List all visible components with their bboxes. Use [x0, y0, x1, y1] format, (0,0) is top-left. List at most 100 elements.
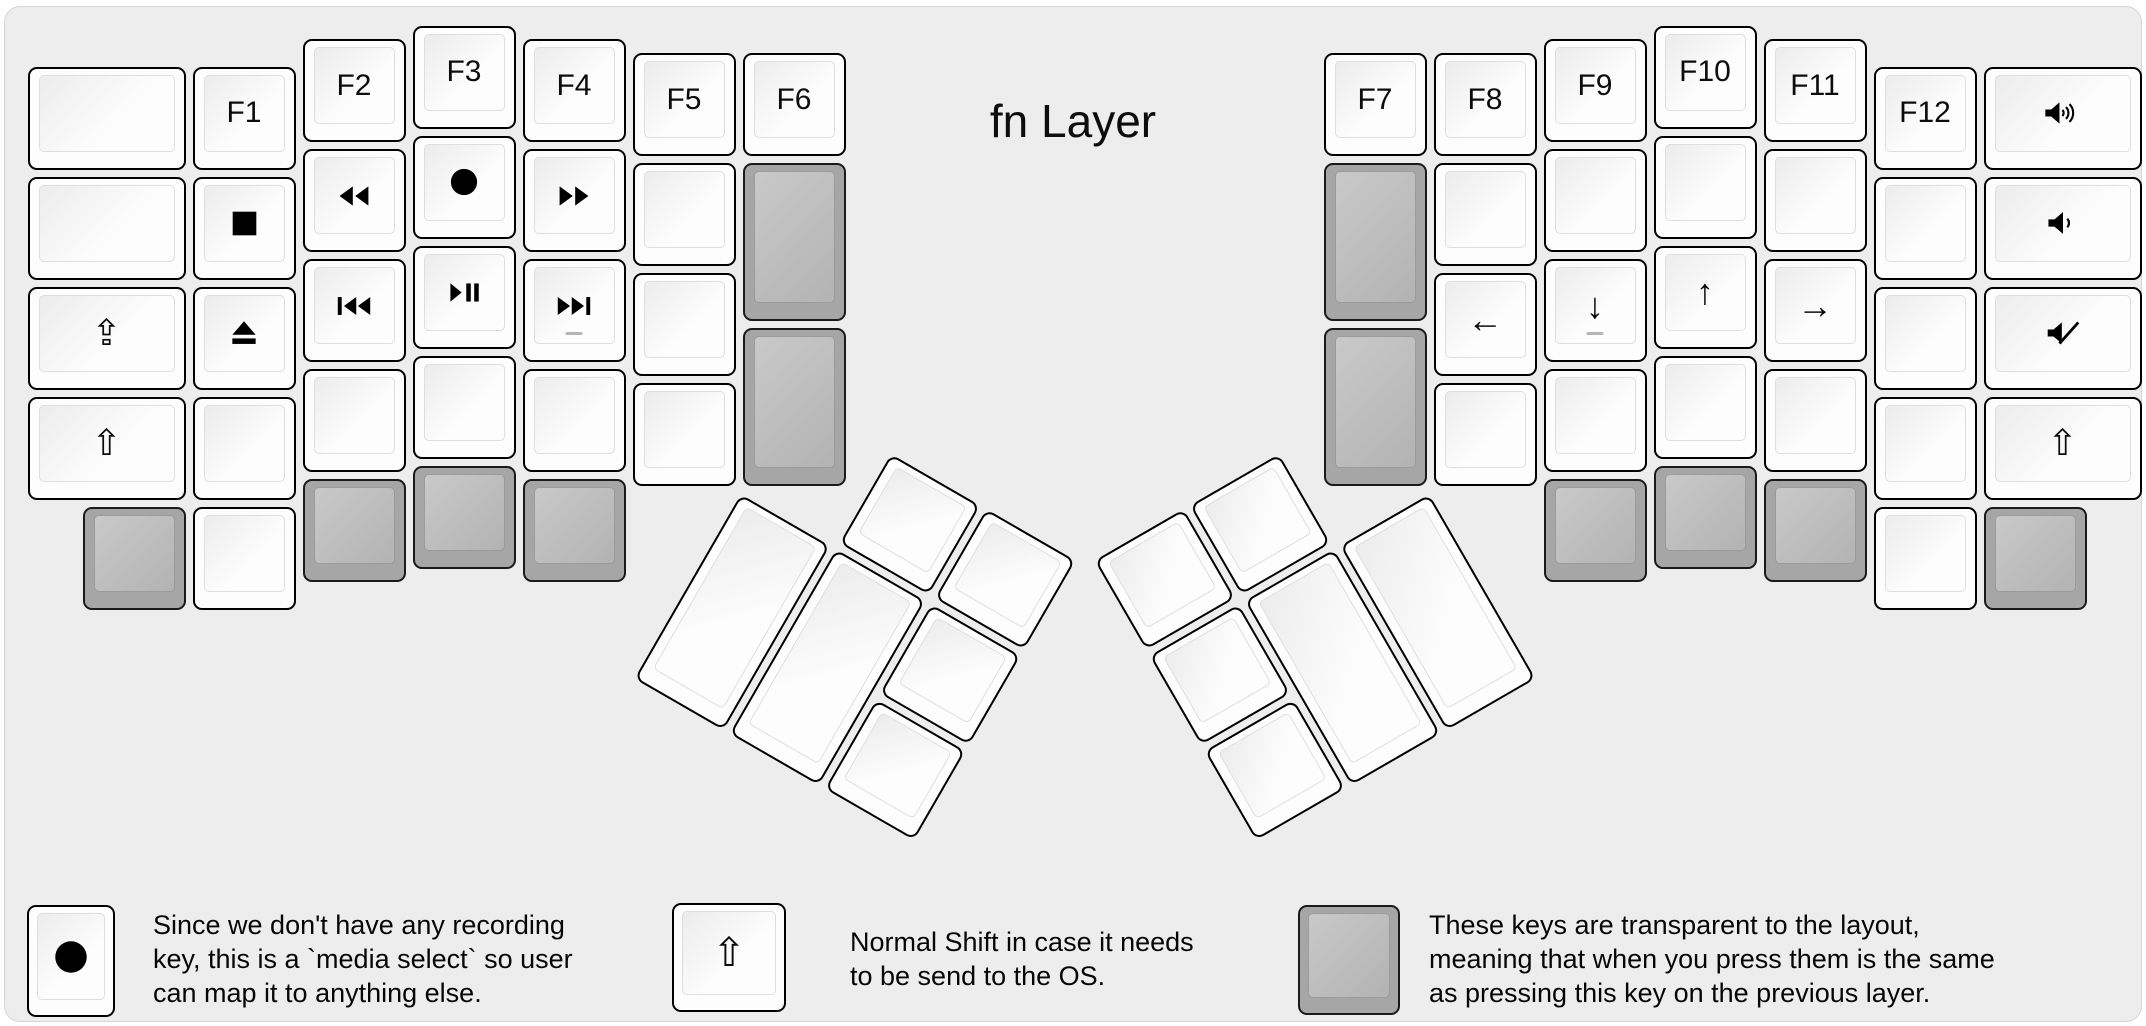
blank-key[interactable] [632, 383, 736, 486]
legend-line: meaning that when you press them is the … [1429, 944, 1995, 974]
transparent-key[interactable] [412, 465, 516, 569]
blank-key[interactable] [1653, 355, 1757, 459]
blank-key[interactable] [1763, 369, 1867, 473]
legend-line: Since we don't have any recording [153, 910, 565, 940]
blank-key[interactable] [1873, 506, 1977, 610]
f3-key[interactable]: F3 [412, 25, 516, 129]
legend-line: Normal Shift in case it needs [850, 927, 1194, 957]
blank-key[interactable] [522, 369, 626, 473]
f11-key[interactable]: F11 [1763, 39, 1867, 143]
key-label: F8 [1467, 82, 1503, 116]
transparent-key[interactable] [302, 479, 406, 583]
record-key[interactable] [412, 135, 516, 239]
transparent-key[interactable] [1653, 465, 1757, 569]
f5-key[interactable]: F5 [632, 53, 736, 156]
transparent-key[interactable] [1323, 163, 1427, 321]
blank-key[interactable] [27, 66, 186, 170]
prev-track-key[interactable] [302, 259, 406, 363]
volume-up-key[interactable] [1983, 66, 2142, 170]
blank-key[interactable] [1873, 176, 1977, 280]
legend-shift-key-icon: ⇧ [672, 903, 786, 1012]
f7-key[interactable]: F7 [1323, 53, 1427, 156]
legend-line: key, this is a `media select` so user [153, 944, 573, 974]
key-label: F6 [776, 82, 812, 116]
homing-bar [565, 332, 583, 336]
f2-key[interactable]: F2 [302, 39, 406, 143]
blank-key[interactable] [1653, 135, 1757, 239]
legend-transparent-text: These keys are transparent to the layout… [1429, 908, 1995, 1010]
volume-up-icon [2043, 98, 2083, 128]
transparent-key[interactable] [1763, 479, 1867, 583]
blank-key[interactable] [192, 506, 296, 610]
fast-forward-key[interactable] [522, 149, 626, 253]
transparent-key[interactable] [742, 163, 846, 321]
blank-key[interactable] [302, 369, 406, 473]
f6-key[interactable]: F6 [742, 53, 846, 156]
blank-key[interactable] [1433, 163, 1537, 266]
down-arrow-icon: ↓ [1586, 284, 1604, 326]
shift-icon: ⇧ [91, 422, 122, 464]
volume-down-icon [2046, 208, 2080, 238]
transparent-key[interactable] [1543, 479, 1647, 583]
transparent-key[interactable] [742, 328, 846, 486]
f10-key[interactable]: F10 [1653, 25, 1757, 129]
key-label: F4 [556, 68, 592, 102]
transparent-key[interactable] [1323, 328, 1427, 486]
f8-key[interactable]: F8 [1433, 53, 1537, 156]
blank-key[interactable] [1543, 149, 1647, 253]
homing-bar [1586, 332, 1604, 336]
blank-key[interactable] [632, 273, 736, 376]
blank-key[interactable] [192, 396, 296, 500]
left-arrow-key[interactable]: ← [1433, 273, 1537, 376]
caps-lock-key[interactable]: ⇪ [27, 286, 186, 390]
shift-key[interactable]: ⇧ [27, 396, 186, 500]
legend-line: as pressing this key on the previous lay… [1429, 978, 1931, 1008]
prev-track-icon [335, 294, 373, 318]
key-label: F1 [226, 96, 262, 130]
page-title: fn Layer [989, 94, 1157, 147]
legend-line: to be send to the OS. [850, 961, 1106, 991]
transparent-key[interactable] [522, 479, 626, 583]
eject-icon [229, 320, 259, 347]
blank-key[interactable] [1873, 286, 1977, 390]
transparent-key[interactable] [1983, 506, 2087, 610]
f1-key[interactable]: F1 [192, 66, 296, 170]
blank-key[interactable] [1543, 369, 1647, 473]
down-arrow-key[interactable]: ↓ [1543, 259, 1647, 363]
up-arrow-icon: ↑ [1696, 271, 1714, 312]
fast-forward-icon [556, 184, 592, 208]
f12-key[interactable]: F12 [1873, 66, 1977, 170]
next-track-icon [555, 294, 593, 318]
transparent-key[interactable] [82, 506, 186, 610]
f4-key[interactable]: F4 [522, 39, 626, 143]
legend-record-key-icon [27, 905, 115, 1017]
shift-icon: ⇧ [712, 931, 746, 975]
play-pause-key[interactable] [412, 245, 516, 349]
key-label: F10 [1679, 55, 1731, 88]
volume-down-key[interactable] [1983, 176, 2142, 280]
f9-key[interactable]: F9 [1543, 39, 1647, 143]
key-label: F5 [666, 82, 702, 116]
mute-icon [2043, 318, 2083, 348]
blank-key[interactable] [632, 163, 736, 266]
blank-key[interactable] [1433, 383, 1537, 486]
stop-icon [231, 210, 258, 237]
legend-shift-text: Normal Shift in case it needs to be send… [850, 925, 1194, 993]
stop-key[interactable] [192, 176, 296, 280]
blank-key[interactable] [1873, 396, 1977, 500]
blank-key[interactable] [412, 355, 516, 459]
legend-transparent-key-icon [1298, 905, 1400, 1015]
next-track-key[interactable] [522, 259, 626, 363]
key-label: F11 [1790, 68, 1840, 102]
right-shift-key[interactable]: ⇧ [1983, 396, 2142, 500]
left-arrow-icon: ← [1467, 298, 1503, 340]
blank-key[interactable] [27, 176, 186, 280]
right-arrow-key[interactable]: → [1763, 259, 1867, 363]
blank-key[interactable] [1763, 149, 1867, 253]
caps-lock-icon: ⇪ [91, 312, 122, 354]
rewind-key[interactable] [302, 149, 406, 253]
mute-key[interactable] [1983, 286, 2142, 390]
eject-key[interactable] [192, 286, 296, 390]
up-arrow-key[interactable]: ↑ [1653, 245, 1757, 349]
